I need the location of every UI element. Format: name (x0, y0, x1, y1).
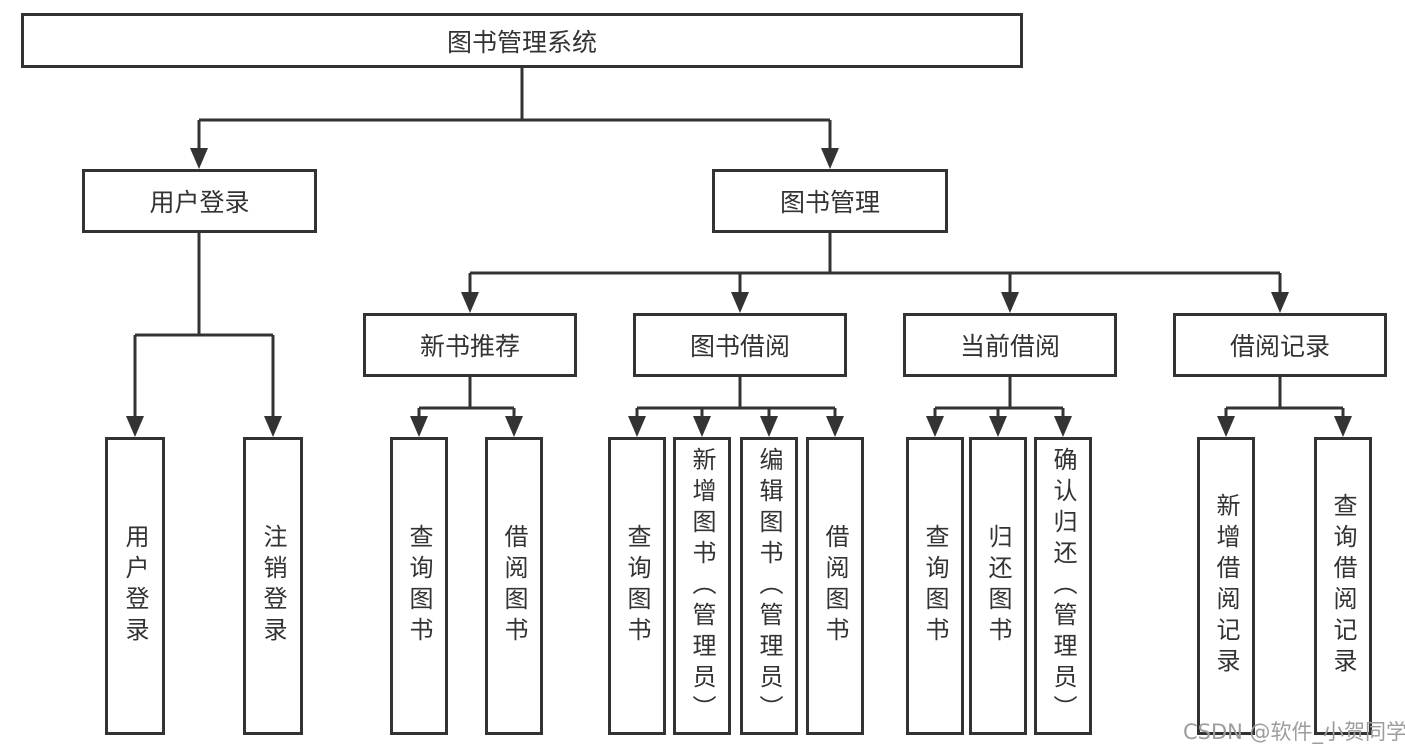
connector-borrowing-to-leaves (635, 377, 837, 418)
connector-newbook-to-leaves (417, 377, 516, 418)
node-label: 借阅图书 (500, 524, 528, 648)
node-leaf-query-borrow-record: 查询借阅记录 (1314, 437, 1372, 735)
node-leaf-add-book-admin: 新增图书（管理员） (673, 437, 731, 735)
node-leaf-confirm-return-admin: 确认归还（管理员） (1034, 437, 1092, 735)
node-leaf-logout: 注销登录 (243, 437, 303, 735)
connector-current-to-leaves (933, 377, 1065, 418)
node-label: 查询图书 (921, 524, 949, 648)
node-leaf-add-borrow-record: 新增借阅记录 (1197, 437, 1255, 735)
connector-records-to-leaves (1224, 377, 1345, 418)
node-leaf-borrow-books-1: 借阅图书 (485, 437, 543, 735)
node-label: 查询借阅记录 (1329, 493, 1357, 679)
node-leaf-query-books-3: 查询图书 (906, 437, 964, 735)
node-book-management: 图书管理 (712, 169, 948, 233)
node-label: 用户登录 (121, 524, 149, 648)
node-user-login: 用户登录 (82, 169, 317, 233)
node-label: 借阅图书 (821, 524, 849, 648)
node-label: 新增图书（管理员） (688, 446, 716, 726)
node-label: 编辑图书（管理员） (755, 446, 783, 726)
node-label: 查询图书 (405, 524, 433, 648)
connector-userlogin-to-leaves (133, 233, 275, 418)
node-borrowing-records: 借阅记录 (1173, 313, 1387, 377)
node-leaf-edit-book-admin: 编辑图书（管理员） (740, 437, 798, 735)
csdn-watermark: CSDN @软件_小贺同学 (1183, 720, 1405, 744)
node-new-book-recommendation: 新书推荐 (363, 313, 577, 377)
connector-bookmgmt-to-level3 (468, 233, 1282, 295)
node-leaf-query-books-1: 查询图书 (390, 437, 448, 735)
arrowhead-icons (126, 148, 1352, 437)
node-leaf-query-books-2: 查询图书 (608, 437, 666, 735)
node-book-borrowing: 图书借阅 (633, 313, 847, 377)
node-label: 新增借阅记录 (1212, 493, 1240, 679)
node-current-borrowing: 当前借阅 (903, 313, 1117, 377)
node-library-management-system: 图书管理系统 (21, 13, 1023, 68)
node-leaf-borrow-books-2: 借阅图书 (806, 437, 864, 735)
node-label: 注销登录 (259, 524, 287, 648)
connector-root-to-level2 (197, 68, 832, 150)
node-leaf-return-book: 归还图书 (969, 437, 1027, 735)
node-label: 查询图书 (623, 524, 651, 648)
node-leaf-user-login: 用户登录 (105, 437, 165, 735)
node-label: 确认归还（管理员） (1049, 446, 1077, 726)
node-label: 归还图书 (984, 524, 1012, 648)
